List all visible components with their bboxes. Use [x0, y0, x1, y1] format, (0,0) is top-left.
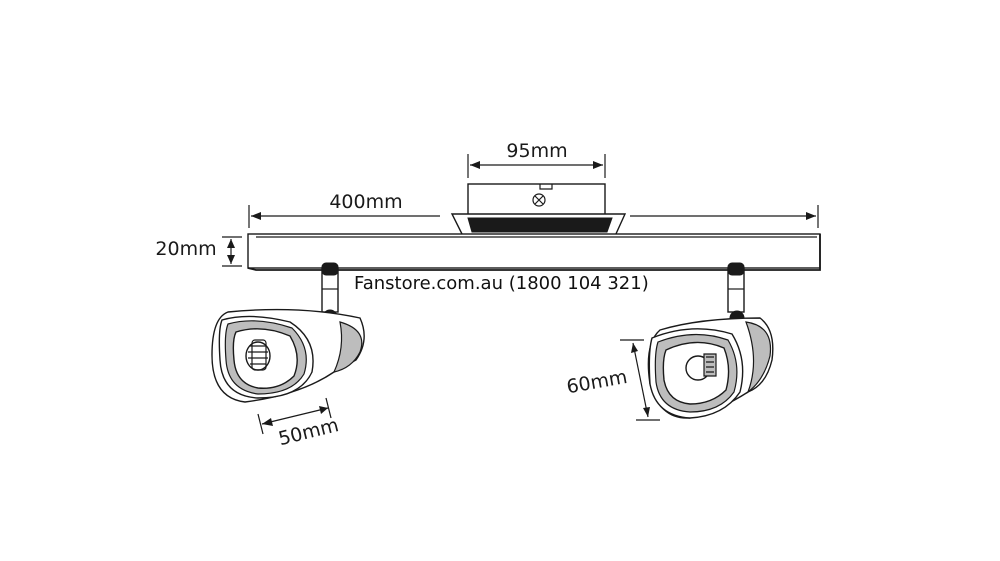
dim-95mm: 95mm [467, 140, 606, 178]
right-spotlight [647, 262, 774, 419]
main-bar [247, 233, 821, 271]
dim-20mm-label: 20mm [155, 238, 216, 260]
dim-50mm: 50mm [257, 397, 341, 450]
dim-400mm-label: 400mm [329, 191, 402, 213]
screw-icon [532, 193, 546, 207]
ceiling-base-plate [450, 183, 627, 237]
dim-400mm: 400mm [248, 191, 819, 228]
dim-60mm-label: 60mm [565, 366, 629, 398]
dim-20mm: 20mm [155, 236, 242, 267]
left-spotlight [211, 262, 365, 403]
dim-60mm: 60mm [565, 339, 660, 421]
brand-text: Fanstore.com.au (1800 104 321) [354, 273, 649, 294]
dim-95mm-label: 95mm [506, 140, 567, 162]
dim-50mm-label: 50mm [276, 414, 341, 450]
